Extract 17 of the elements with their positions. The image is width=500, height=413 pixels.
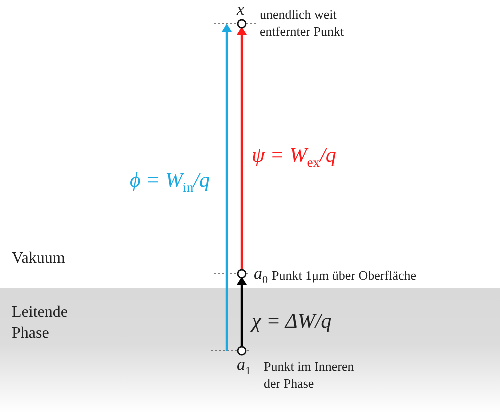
point-circle — [237, 346, 247, 356]
point-circle — [237, 269, 247, 279]
point-description: Punkt im Inneren der Phase — [264, 358, 356, 392]
region-label: Vakuum — [12, 249, 66, 269]
point-description: unendlich weit entfernter Punkt — [260, 6, 346, 40]
point-circle — [237, 19, 247, 29]
point-description: Punkt 1μm über Oberfläche — [272, 267, 418, 284]
arrow — [222, 24, 232, 351]
point-symbol: a$_{0}$ — [254, 264, 268, 286]
edge-label: ψ = W$_{ex}$/q — [251, 143, 338, 172]
region-label: Leitende Phase — [12, 303, 69, 344]
edge-label: χ = ΔW/q — [250, 309, 333, 334]
edge-label: ϕ = W$_{in}$/q — [129, 168, 212, 196]
arrow — [237, 27, 247, 270]
point-symbol: x — [237, 0, 245, 20]
point-symbol: a$_{1}$ — [237, 355, 252, 378]
arrow — [237, 277, 247, 347]
